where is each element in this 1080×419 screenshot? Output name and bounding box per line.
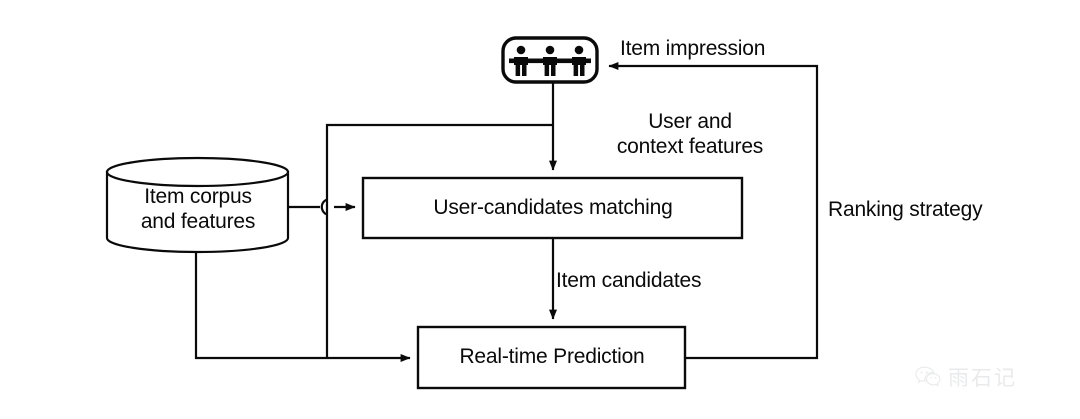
user-candidates-matching-label: User-candidates matching (433, 196, 673, 219)
item-corpus-cylinder (105, 156, 290, 254)
watermark-text: 雨石记 (948, 366, 1017, 390)
people-arms-bar (509, 58, 591, 64)
user-candidates-matching-box (361, 176, 744, 240)
users-icon-node (501, 36, 599, 84)
edge-label-ranking-strategy: Ranking strategy (828, 198, 983, 221)
edge-label-item-candidates: Item candidates (556, 269, 702, 292)
edge-label-user-and-context-features: User and context features (616, 110, 764, 158)
edge-corpus-to-matching (288, 198, 356, 216)
edge-label-item-impression: Item impression (620, 37, 766, 60)
edge-user-features-branch (325, 123, 553, 358)
watermark: 雨石记 (915, 362, 1017, 392)
line-jump-arc (320, 198, 328, 216)
edge-item-impression-feedback (608, 62, 819, 360)
edge-corpus-to-prediction (194, 252, 411, 362)
real-time-prediction-label: Real-time Prediction (459, 345, 645, 368)
wechat-icon (915, 366, 941, 387)
item-corpus-label: Item corpus and features (140, 185, 256, 233)
